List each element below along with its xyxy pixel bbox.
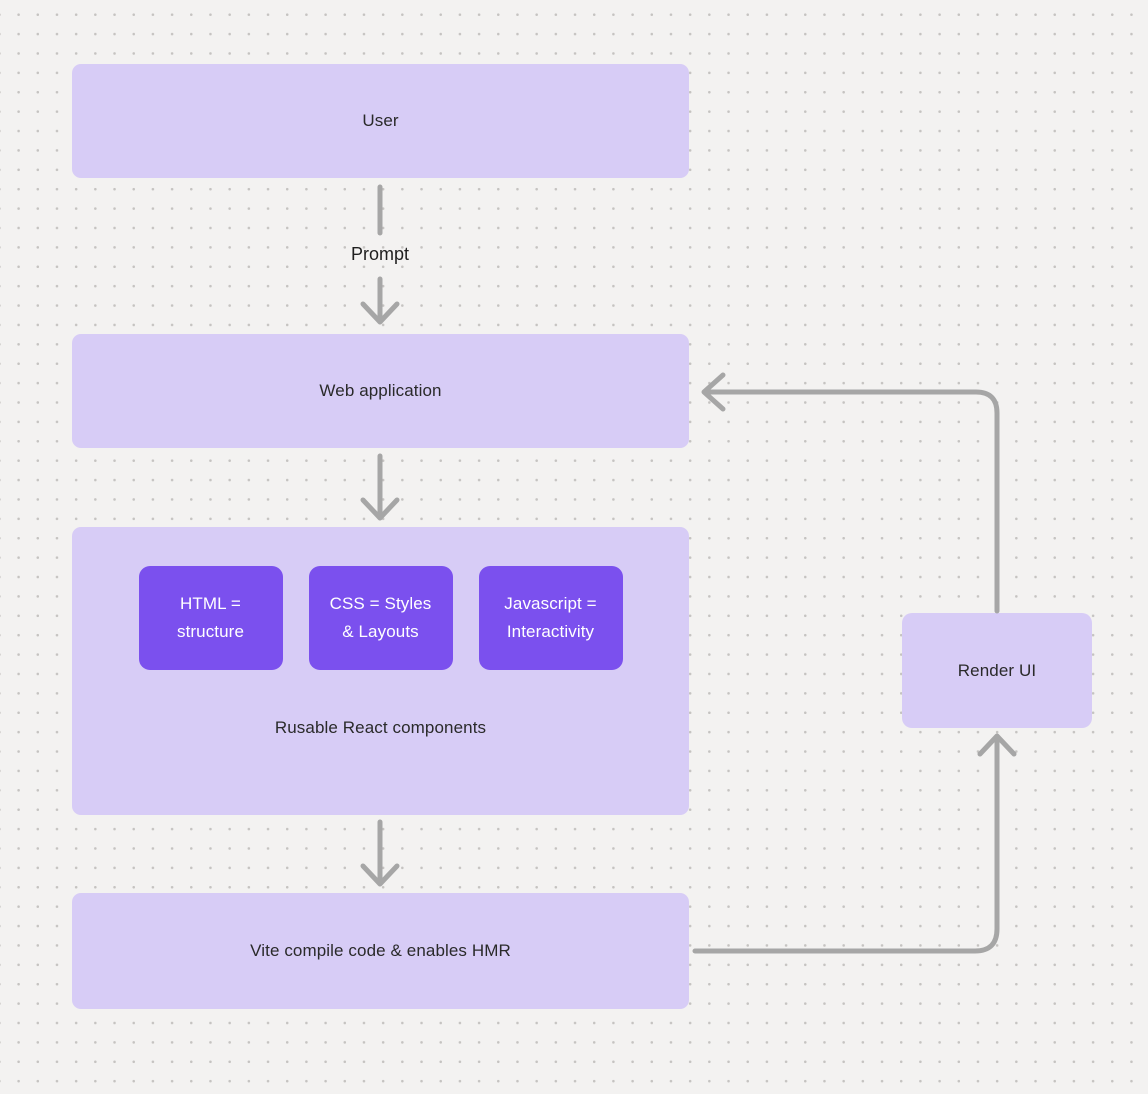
node-vite[interactable]: Vite compile code & enables HMR [72, 893, 689, 1009]
node-user-label: User [362, 111, 399, 130]
node-web-application-label: Web application [319, 381, 442, 400]
node-react-components-group[interactable]: HTML = structure CSS = Styles & Layouts … [72, 527, 689, 815]
chip-javascript-line1: Javascript = [504, 594, 597, 613]
components-chip-row: HTML = structure CSS = Styles & Layouts … [72, 566, 689, 670]
arrowhead-down-webapp [360, 301, 400, 325]
node-user[interactable]: User [72, 64, 689, 178]
node-vite-label: Vite compile code & enables HMR [250, 941, 511, 960]
edge-label-prompt: Prompt [350, 244, 410, 264]
chip-html-line2: structure [176, 622, 245, 641]
node-web-application[interactable]: Web application [72, 334, 689, 448]
chip-javascript-line2: Interactivity [506, 622, 595, 641]
arrowhead-up-render [977, 733, 1017, 757]
chip-css[interactable]: CSS = Styles & Layouts [308, 566, 453, 670]
components-group-caption: Rusable React components [274, 718, 487, 737]
node-render-ui[interactable]: Render UI [902, 613, 1092, 728]
edge-vite-to-render-line [692, 739, 1000, 954]
chip-html[interactable]: HTML = structure [138, 566, 283, 670]
arrowhead-down-vite [360, 863, 400, 887]
chip-javascript[interactable]: Javascript = Interactivity [478, 566, 623, 670]
edge-render-to-webapp-line [703, 389, 1000, 614]
chip-css-line2: & Layouts [342, 622, 419, 641]
arrowhead-down-components [360, 497, 400, 521]
chip-css-line1: CSS = Styles [329, 594, 432, 613]
node-render-ui-label: Render UI [957, 660, 1037, 680]
arrowhead-left-webapp [701, 372, 726, 412]
chip-html-line1: HTML = [180, 594, 241, 613]
